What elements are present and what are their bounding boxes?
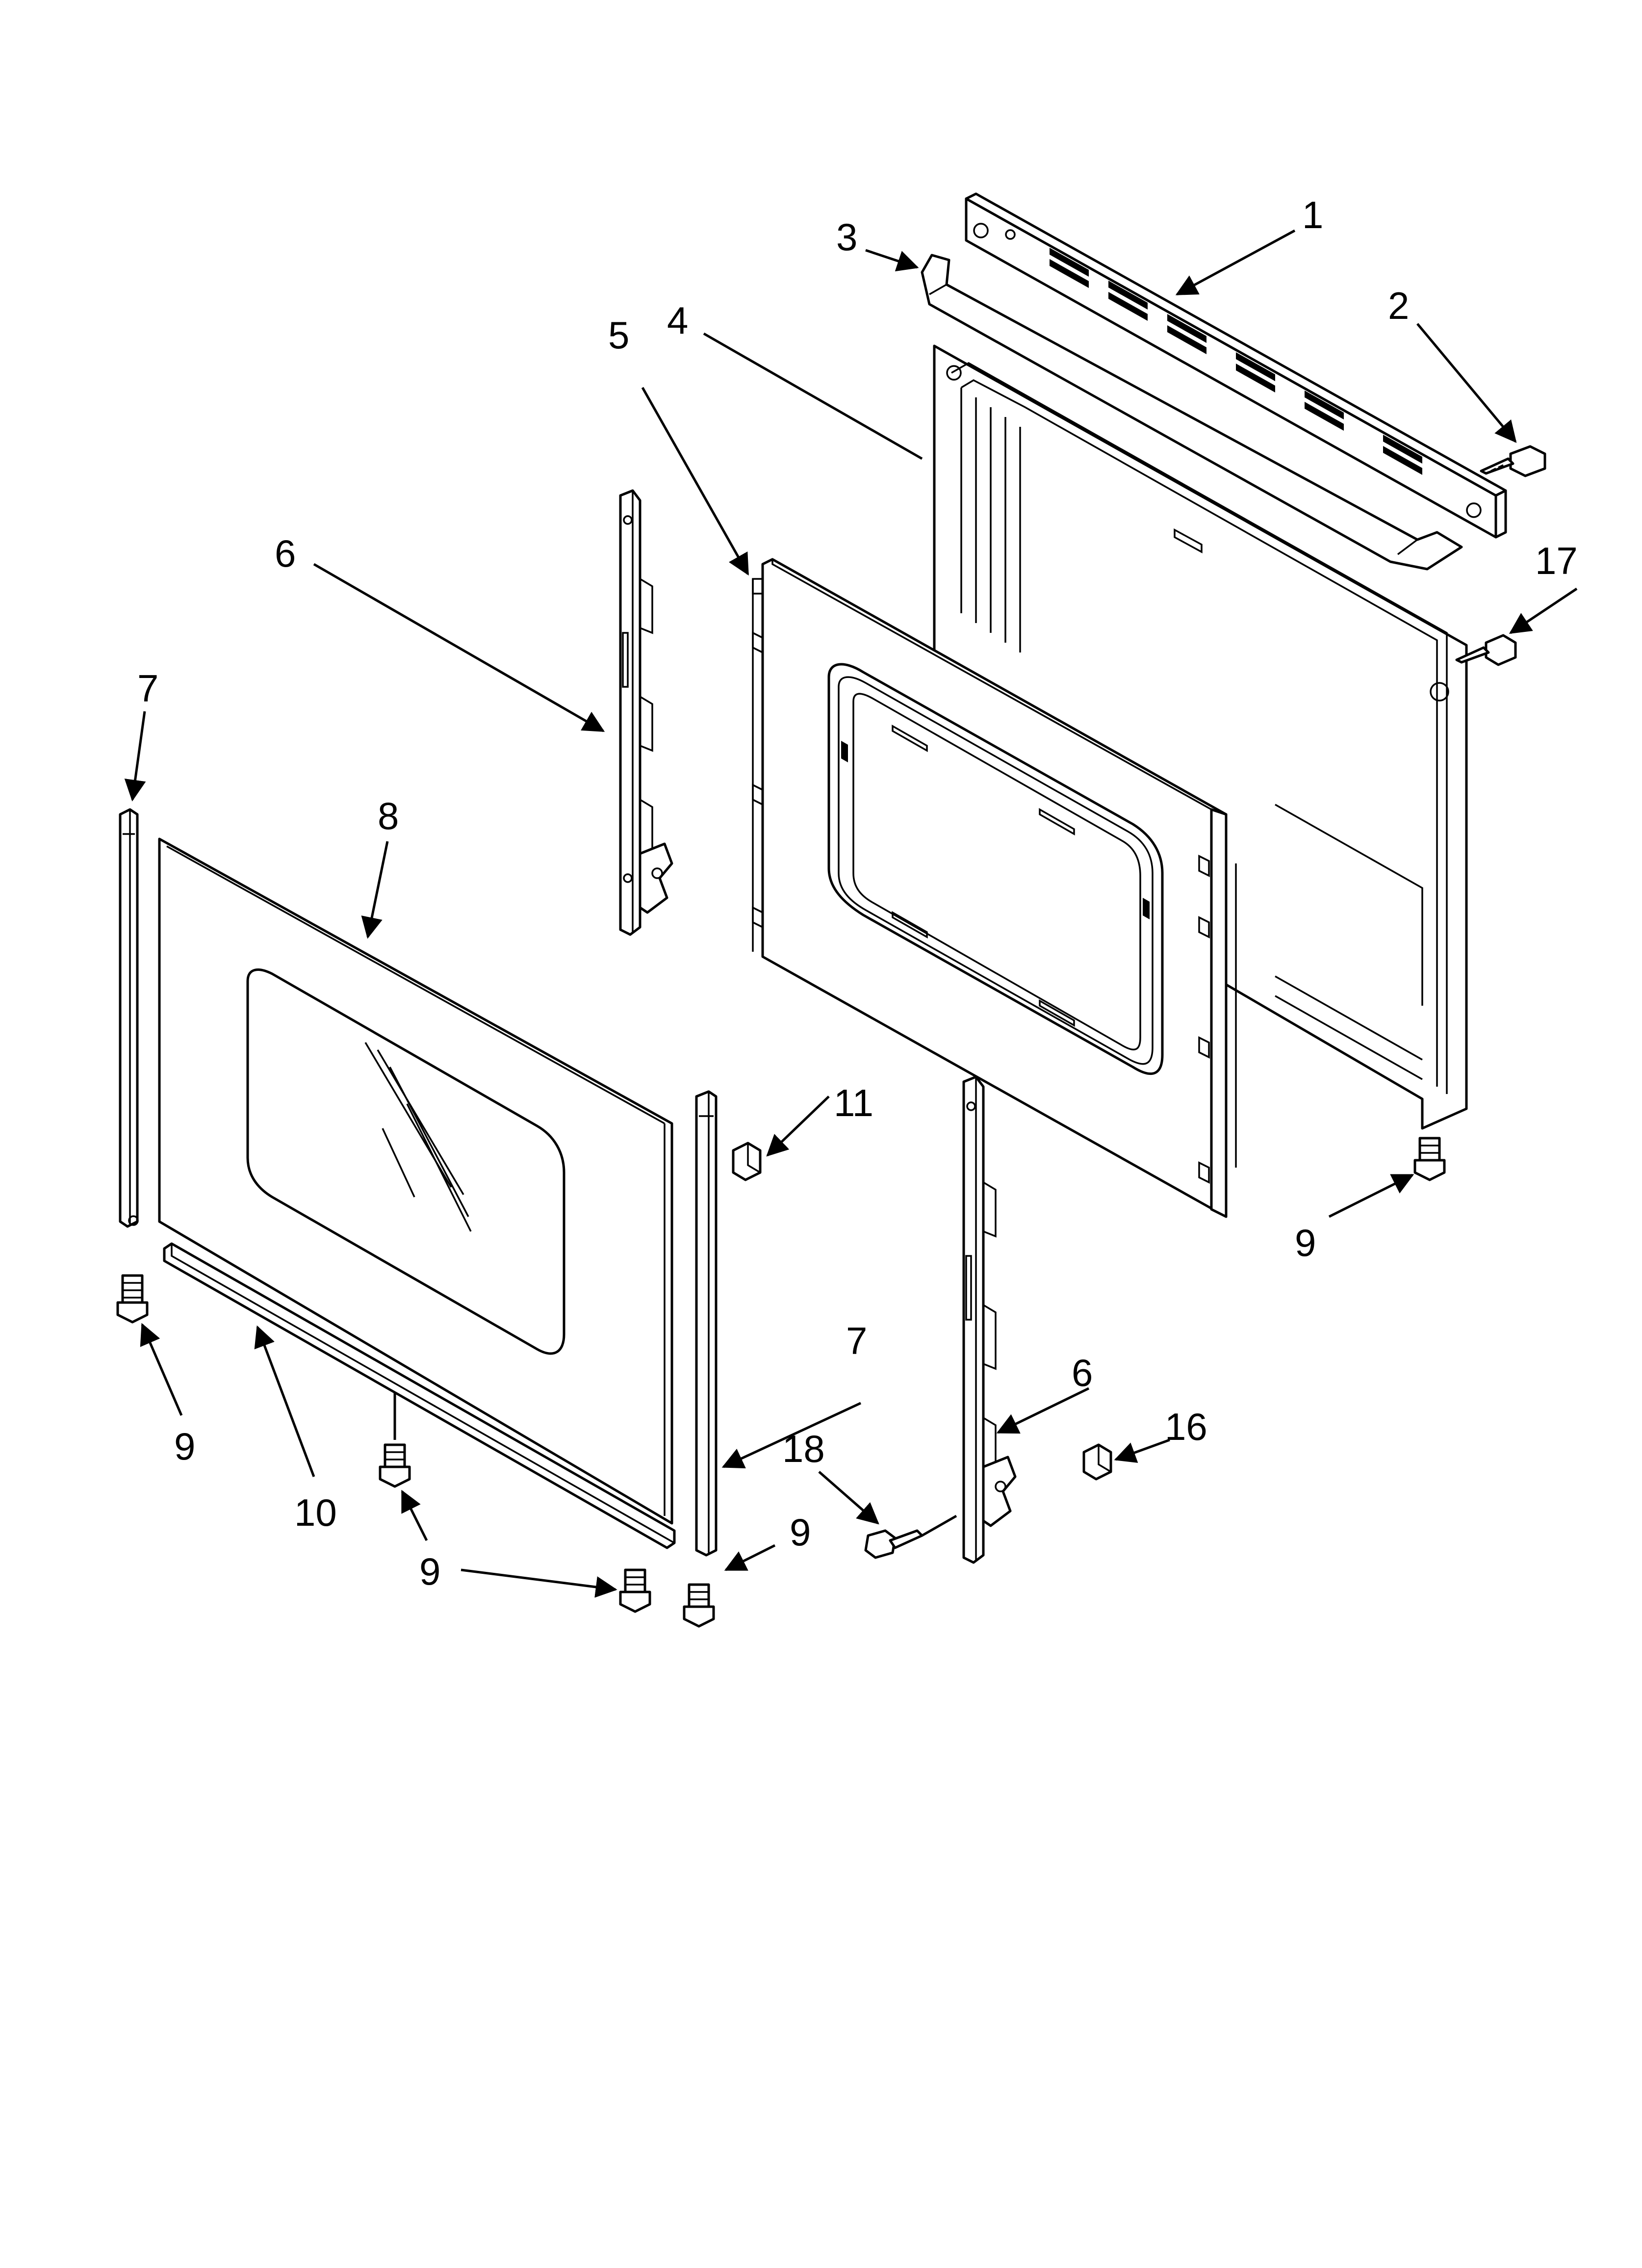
hinge-channel-part-6-upper xyxy=(619,489,673,936)
callout-7-left: 7 xyxy=(137,667,158,710)
screw-part-9-bottom-right xyxy=(619,1568,651,1613)
callout-8: 8 xyxy=(378,794,399,837)
clip-part-16 xyxy=(1082,1443,1112,1481)
leader-lines xyxy=(124,229,1578,1598)
callout-17: 17 xyxy=(1535,539,1578,582)
callout-6-lower: 6 xyxy=(1072,1351,1093,1394)
trim-bracket-part-3 xyxy=(921,254,1463,571)
hinge-channel-part-6-lower xyxy=(962,1075,1017,1564)
callout-9-trim: 9 xyxy=(790,1511,811,1554)
callout-9-bottom: 9 xyxy=(419,1550,440,1593)
screw-part-18 xyxy=(864,1529,924,1559)
callout-3: 3 xyxy=(836,215,857,259)
callout-7-right: 7 xyxy=(846,1319,867,1362)
callout-2: 2 xyxy=(1388,284,1409,327)
vent-trim-part-1 xyxy=(965,192,1507,539)
callout-labels: 1 2 3 4 5 6 6 7 7 8 9 9 9 9 10 11 16 17 … xyxy=(137,193,1578,1593)
screw-part-17 xyxy=(1455,634,1517,666)
callout-16: 16 xyxy=(1165,1405,1207,1448)
screw-part-9-bottom xyxy=(379,1443,411,1488)
callout-9-left: 9 xyxy=(174,1425,195,1468)
screw-part-9-trim xyxy=(683,1583,715,1628)
callout-10: 10 xyxy=(294,1491,337,1534)
side-trim-part-7-left xyxy=(119,808,139,1228)
callout-9-right: 9 xyxy=(1295,1221,1316,1264)
bottom-trim-part-10 xyxy=(163,1242,676,1549)
callout-1: 1 xyxy=(1302,193,1323,236)
screw-part-2 xyxy=(1480,445,1546,477)
inner-door-panel-part-5 xyxy=(752,558,1237,1218)
screw-part-9-left xyxy=(116,1274,149,1324)
callout-4: 4 xyxy=(667,299,688,342)
callout-6-upper: 6 xyxy=(275,532,296,575)
callout-11: 11 xyxy=(834,1081,873,1124)
side-trim-part-7-right xyxy=(695,1090,718,1557)
clip-part-11 xyxy=(732,1142,762,1181)
screw-part-9-right xyxy=(1413,1137,1446,1181)
callout-18: 18 xyxy=(782,1427,825,1470)
callout-5: 5 xyxy=(608,313,629,357)
inner-door-frame-part-4 xyxy=(933,344,1468,1130)
outer-door-panel-part-8 xyxy=(158,837,673,1525)
